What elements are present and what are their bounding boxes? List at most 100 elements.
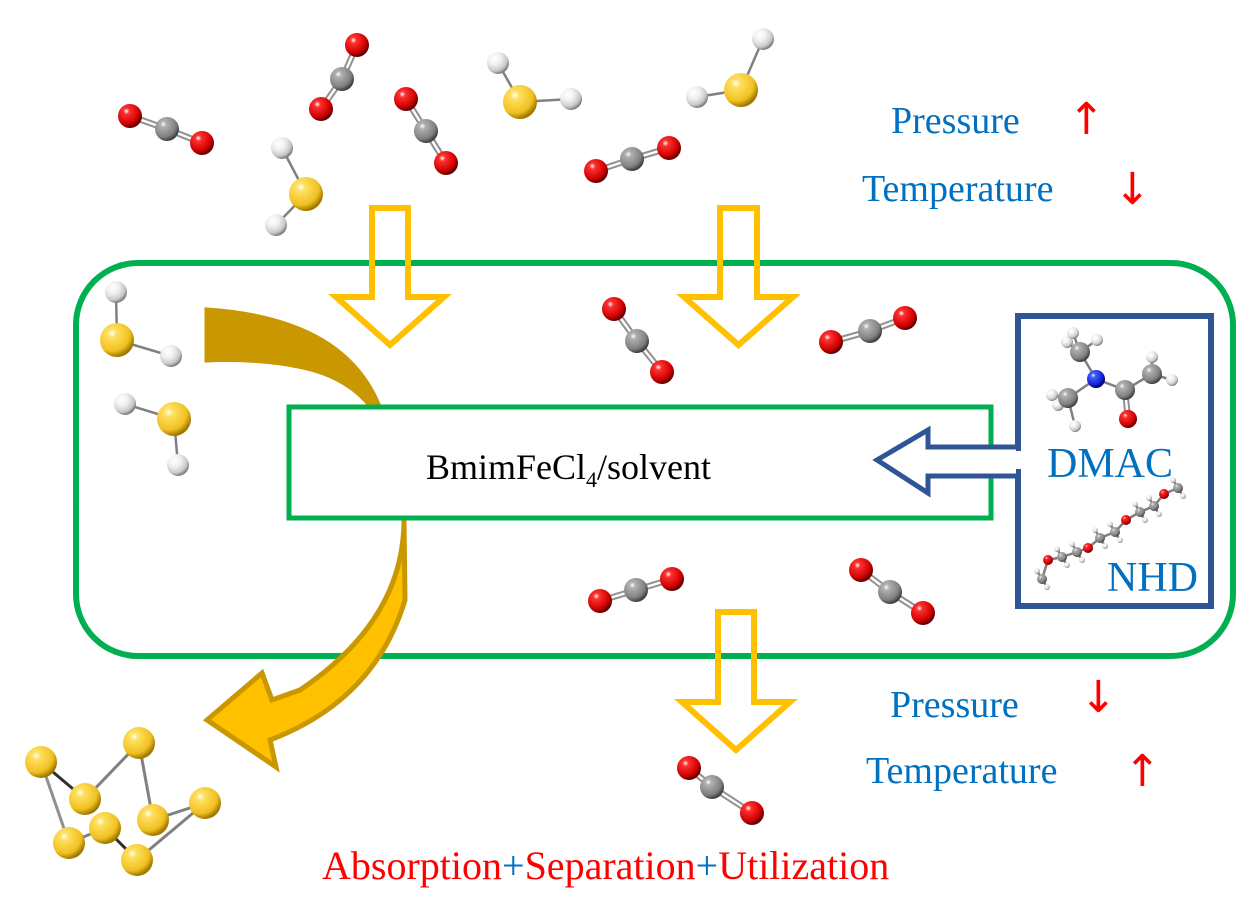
- core-solution-label: BmimFeCl4/solvent: [426, 446, 711, 493]
- oxygen-atom: [911, 601, 935, 625]
- carbon-atom: [330, 67, 354, 91]
- sulfur-atom: [69, 783, 101, 815]
- footer-plus-2: +: [695, 843, 719, 888]
- carbon-atom: [1037, 574, 1047, 584]
- hydrogen-atom: [1079, 557, 1085, 563]
- sulfur-atom: [89, 812, 121, 844]
- oxygen-atom: [660, 567, 684, 591]
- hydrogen-atom: [1092, 527, 1098, 533]
- hydrogen-atom: [1107, 521, 1113, 527]
- carbon-atom: [1070, 342, 1090, 362]
- sulfur-atom: [100, 323, 134, 357]
- core-solution-box: [286, 404, 994, 521]
- carbon-atom: [1057, 552, 1067, 562]
- footer-plus-1: +: [502, 843, 525, 888]
- oxygen-atom: [893, 306, 917, 330]
- oxygen-atom: [602, 297, 626, 321]
- hydrogen-atom: [1156, 511, 1162, 517]
- hydrogen-atom: [1091, 334, 1103, 346]
- core-label-subscript: 4: [586, 467, 598, 493]
- oxygen-atom: [190, 131, 214, 155]
- carbon-atom: [620, 147, 644, 171]
- carbon-atom: [1115, 380, 1135, 400]
- process-summary: Absorption+Separation+Utilization: [322, 842, 889, 889]
- oxygen-atom: [650, 360, 674, 384]
- sulfur-atom: [121, 844, 153, 876]
- desorption-temperature-label: Temperature: [866, 750, 1058, 792]
- oxygen-atom: [1119, 410, 1137, 428]
- footer-separation: Separation: [524, 843, 696, 888]
- h2s-molecule: [100, 281, 182, 367]
- oxygen-atom: [677, 756, 701, 780]
- carbon-atom: [1095, 533, 1105, 543]
- absorber-container: [73, 260, 1236, 659]
- hydrogen-atom: [1180, 493, 1186, 499]
- carbon-atom: [700, 775, 724, 799]
- s8-product-molecule: [25, 727, 221, 876]
- hydrogen-atom: [1146, 495, 1152, 501]
- carbon-atom: [414, 119, 438, 143]
- oxygen-atom: [394, 87, 418, 111]
- hydrogen-atom: [271, 137, 293, 159]
- carbon-atom: [1110, 527, 1120, 537]
- carbon-atom: [1149, 501, 1159, 511]
- nitrogen-atom: [1087, 370, 1105, 388]
- oxygen-atom: [849, 558, 873, 582]
- hydrogen-atom: [105, 281, 127, 303]
- solvent-feed-arrow: [872, 425, 1016, 498]
- co2-molecule: [819, 306, 917, 354]
- oxygen-atom: [584, 159, 608, 183]
- carbon-atom: [1072, 547, 1082, 557]
- core-label-tail: /solvent: [597, 447, 712, 487]
- footer-absorption: Absorption: [322, 843, 502, 888]
- oxygen-atom: [1043, 555, 1053, 565]
- pressure-increase-arrow-icon: ↑: [1068, 94, 1105, 145]
- sulfur-atom: [157, 402, 191, 436]
- oxygen-atom: [1159, 489, 1169, 499]
- hydrogen-atom: [752, 28, 774, 50]
- hydrogen-atom: [1044, 584, 1050, 590]
- hydrogen-atom: [1046, 389, 1058, 401]
- dmac-molecule: [1046, 327, 1178, 432]
- solvent-name-dmac: DMAC: [1047, 441, 1174, 487]
- h2s-molecule: [265, 137, 323, 236]
- hydrogen-atom: [1034, 568, 1040, 574]
- sulfur-atom: [25, 746, 57, 778]
- oxygen-atom: [588, 589, 612, 613]
- carbon-atom: [155, 117, 179, 141]
- co2-molecule: [309, 33, 369, 121]
- co2-molecule: [584, 136, 681, 183]
- carbon-atom: [1135, 507, 1145, 517]
- hydrogen-atom: [114, 393, 136, 415]
- hydrogen-atom: [160, 345, 182, 367]
- solvent-name-nhd: NHD: [1107, 555, 1198, 601]
- oxygen-atom: [118, 104, 142, 128]
- co2-molecule: [677, 756, 764, 825]
- oxygen-atom: [1083, 543, 1093, 553]
- absorption-temperature-label: Temperature: [862, 168, 1054, 210]
- oxygen-atom: [309, 97, 333, 121]
- recycle-arrow: [202, 307, 408, 773]
- nhd-molecule: [1034, 477, 1186, 590]
- h2s-molecule: [487, 52, 582, 119]
- hydrogen-atom: [1102, 543, 1108, 549]
- sulfur-atom: [724, 73, 758, 107]
- hydrogen-atom: [1067, 327, 1079, 339]
- sulfur-atom: [137, 804, 169, 836]
- co2-molecule: [602, 297, 674, 384]
- sulfur-atom: [189, 787, 221, 819]
- absorption-pressure-label: Pressure: [891, 100, 1020, 142]
- hydrogen-atom: [1166, 374, 1178, 386]
- temperature-increase-arrow-icon: ↑: [1124, 746, 1161, 797]
- sulfur-atom: [503, 85, 537, 119]
- co2-molecule: [849, 558, 935, 625]
- hydrogen-atom: [1061, 336, 1073, 348]
- hydrogen-atom: [487, 52, 509, 74]
- oxygen-atom: [345, 33, 369, 57]
- hydrogen-atom: [1064, 562, 1070, 568]
- carbon-atom: [1058, 388, 1078, 408]
- carbon-atom: [1142, 364, 1162, 384]
- temperature-decrease-arrow-icon: ↓: [1114, 164, 1151, 215]
- flow-down-arrow: [676, 205, 801, 349]
